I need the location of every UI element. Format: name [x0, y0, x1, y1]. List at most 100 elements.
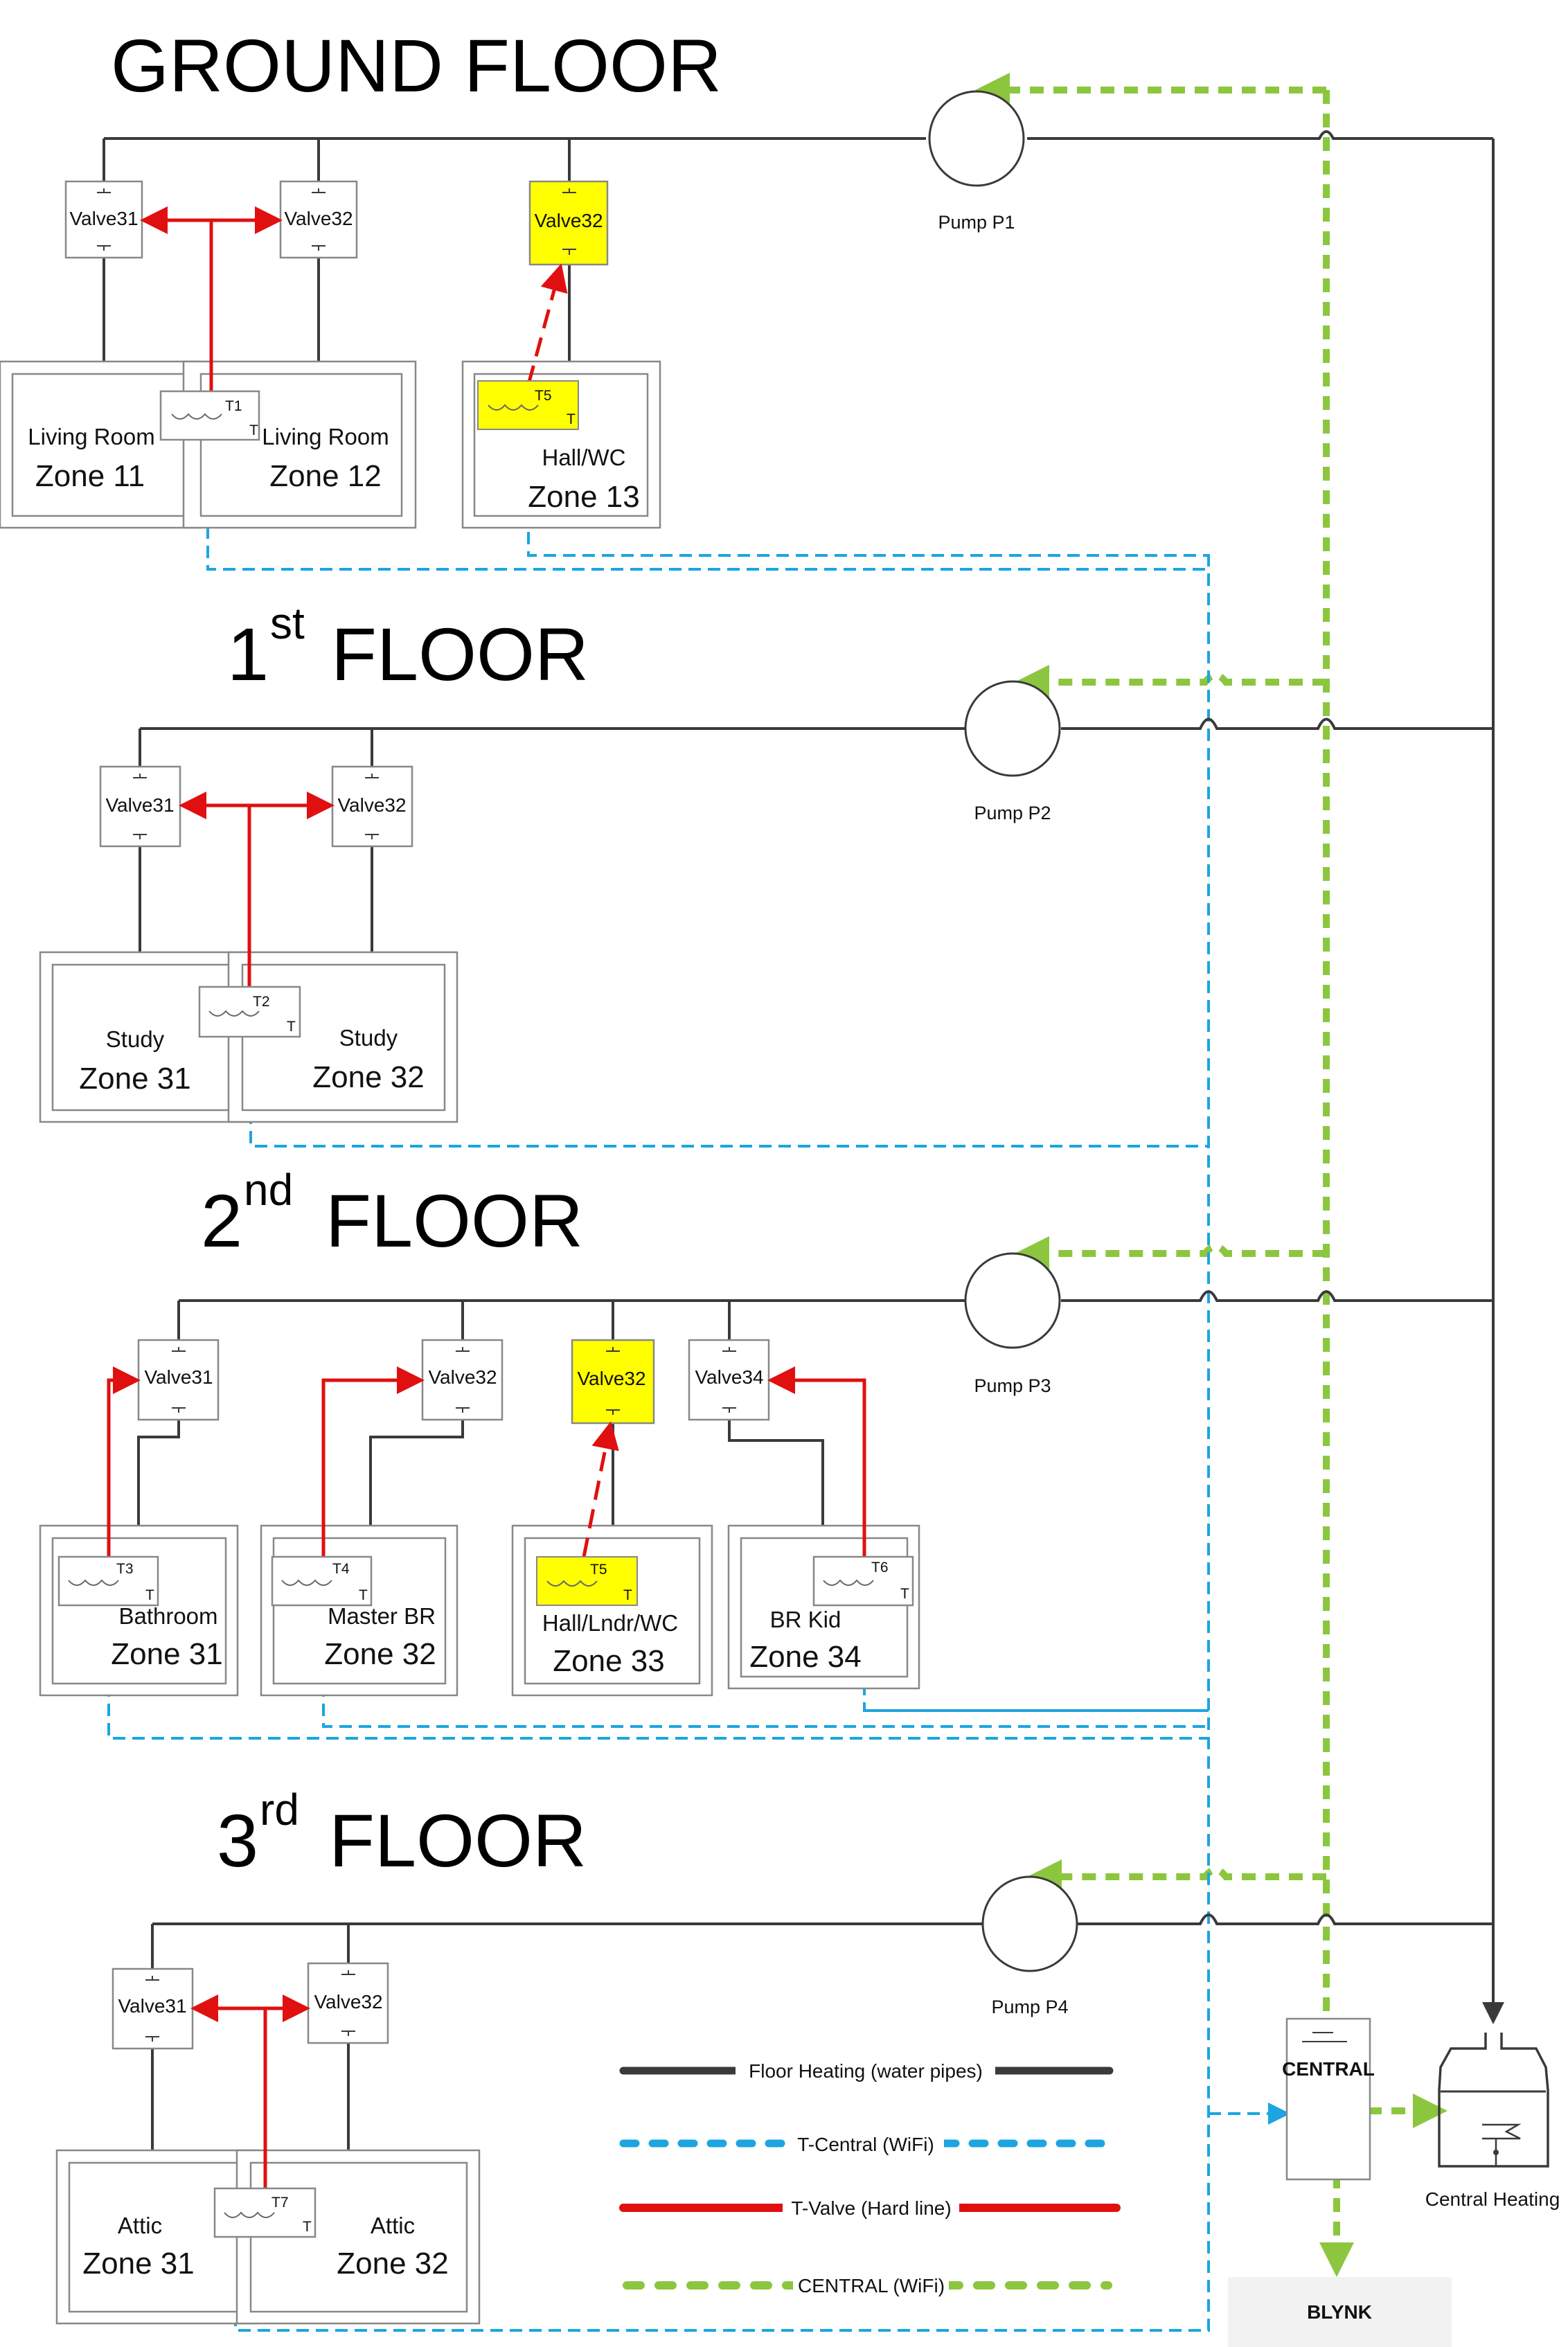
- valve-second-4: Valve34: [688, 1339, 770, 1421]
- floor-title-third: 3: [217, 1799, 258, 1882]
- svg-text:Valve32: Valve32: [428, 1366, 497, 1388]
- svg-text:Valve32: Valve32: [337, 794, 406, 816]
- svg-text:T5: T5: [535, 388, 552, 404]
- svg-text:FLOOR: FLOOR: [329, 1799, 587, 1882]
- svg-text:T7: T7: [271, 2195, 289, 2211]
- central-wifi-bus: [975, 73, 1447, 2277]
- central-heating-label: Central Heating: [1425, 2188, 1560, 2210]
- svg-text:Living Room: Living Room: [28, 424, 154, 449]
- valve-ground-3: Valve32: [528, 180, 609, 266]
- first-floor: 1 st FLOOR Pump P2 Valve31 Valve32: [39, 598, 1493, 1123]
- svg-text:Zone 32: Zone 32: [312, 1060, 424, 1094]
- svg-text:T: T: [145, 1587, 154, 1603]
- room-second-zone-33: Hall/Lndr/WC Zone 33: [511, 1524, 713, 1697]
- svg-text:Study: Study: [339, 1025, 398, 1051]
- svg-text:Attic: Attic: [118, 2213, 162, 2238]
- hardline-second-t4: [321, 1366, 425, 1558]
- room-ground-zone-12: Living Room Zone 12: [182, 360, 417, 529]
- thermostat-second-t5: T5 T: [536, 1556, 638, 1606]
- svg-text:T: T: [303, 2219, 312, 2235]
- room-second-zone-32: Master BR Zone 32: [260, 1524, 458, 1697]
- pump-label: Pump P1: [938, 212, 1015, 233]
- third-floor: 3 rd FLOOR Pump P4 Valve31 Valve32: [55, 1785, 1493, 2325]
- svg-text:T2: T2: [253, 994, 270, 1010]
- svg-text:BR Kid: BR Kid: [770, 1607, 841, 1632]
- thermostat-ground-t1: T1 T: [159, 390, 260, 441]
- svg-text:T-Valve (Hard line): T-Valve (Hard line): [791, 2197, 951, 2219]
- hardline-second-t5: [582, 1421, 619, 1558]
- room-second-zone-31: Bathroom Zone 31: [39, 1524, 239, 1697]
- svg-text:Valve31: Valve31: [69, 208, 138, 229]
- svg-text:FLOOR: FLOOR: [326, 1179, 583, 1262]
- svg-text:Study: Study: [106, 1026, 165, 1052]
- thermostat-ground-t5: T5 T: [477, 380, 579, 430]
- svg-text:Zone 11: Zone 11: [35, 459, 145, 493]
- floor-title-second: 2: [201, 1179, 242, 1262]
- svg-text:T3: T3: [116, 1561, 134, 1577]
- svg-text:T5: T5: [590, 1562, 607, 1578]
- svg-text:Zone 12: Zone 12: [269, 459, 381, 493]
- svg-text:Zone 31: Zone 31: [79, 1062, 190, 1096]
- legend-item-central-wifi: CENTRAL (WiFi): [623, 2273, 1112, 2298]
- svg-text:Valve32: Valve32: [534, 210, 603, 231]
- valve-second-1: Valve31: [137, 1339, 220, 1421]
- svg-text:Zone 32: Zone 32: [324, 1637, 436, 1671]
- pump-p4: Pump P4: [981, 1875, 1078, 2017]
- central-heating-boiler: Central Heating: [1425, 2033, 1560, 2210]
- svg-text:Pump P3: Pump P3: [974, 1375, 1051, 1396]
- svg-text:T: T: [567, 411, 576, 427]
- second-pipes: [137, 1290, 1493, 1527]
- svg-text:CENTRAL (WiFi): CENTRAL (WiFi): [798, 2275, 945, 2296]
- svg-text:Valve31: Valve31: [118, 1995, 186, 2017]
- thermostat-second-t6: T6 T: [812, 1555, 914, 1607]
- svg-text:Living Room: Living Room: [262, 424, 389, 449]
- svg-text:Valve31: Valve31: [105, 794, 174, 816]
- legend: Floor Heating (water pipes) T-Central (W…: [619, 2058, 1121, 2298]
- svg-text:T: T: [249, 422, 258, 438]
- svg-text:Master BR: Master BR: [328, 1603, 436, 1629]
- floor-title-first: 1: [227, 612, 269, 696]
- svg-text:Attic: Attic: [371, 2213, 415, 2238]
- svg-text:Valve32: Valve32: [284, 208, 353, 229]
- svg-text:Hall/Lndr/WC: Hall/Lndr/WC: [542, 1610, 678, 1636]
- thermostat-third-t7: T7 T: [213, 2187, 317, 2238]
- hardline-second-t6: [767, 1366, 866, 1557]
- svg-text:Zone 13: Zone 13: [528, 480, 639, 514]
- svg-text:Pump P4: Pump P4: [991, 1997, 1068, 2017]
- pump-p2: Pump P2: [964, 680, 1061, 823]
- svg-text:Zone 32: Zone 32: [337, 2247, 448, 2281]
- second-floor: 2 nd FLOOR Pump P3 Valve31 Valv: [39, 1165, 1493, 1697]
- floor-ordinal-suffix: rd: [260, 1785, 299, 1835]
- svg-text:T1: T1: [225, 398, 242, 414]
- svg-text:Zone 33: Zone 33: [553, 1644, 664, 1678]
- svg-text:T6: T6: [871, 1560, 889, 1576]
- valve-third-1: Valve31: [112, 1967, 194, 2050]
- valve-second-3: Valve32: [571, 1339, 655, 1425]
- valve-third-2: Valve32: [307, 1962, 389, 2044]
- valve-ground-2: Valve32: [279, 180, 358, 259]
- blynk-cloud: BLYNK: [1228, 2277, 1452, 2347]
- valve-second-2: Valve32: [421, 1339, 504, 1421]
- thermostat-second-t3: T3 T: [57, 1555, 159, 1607]
- svg-text:T: T: [359, 1587, 368, 1603]
- thermostat-second-t4: T4 T: [271, 1555, 373, 1607]
- ground-floor: GROUND FLOOR Pump P1 Valve31 Valve32: [0, 24, 1493, 529]
- pump-p3: Pump P3: [964, 1252, 1061, 1396]
- floor-ordinal-suffix: st: [270, 598, 305, 648]
- valve-first-1: Valve31: [99, 765, 181, 848]
- floor-ordinal-suffix: nd: [244, 1165, 293, 1215]
- legend-item-t-valve: T-Valve (Hard line): [619, 2195, 1121, 2220]
- svg-text:Hall/WC: Hall/WC: [542, 445, 626, 470]
- svg-text:FLOOR: FLOOR: [331, 612, 589, 696]
- svg-text:Zone 31: Zone 31: [111, 1637, 222, 1671]
- hardline-ground-t5: [526, 263, 568, 385]
- svg-text:Valve32: Valve32: [577, 1368, 645, 1389]
- svg-text:T4: T4: [332, 1561, 350, 1577]
- svg-text:Valve32: Valve32: [314, 1991, 382, 2013]
- svg-text:Pump P2: Pump P2: [974, 803, 1051, 823]
- svg-text:T: T: [623, 1587, 632, 1603]
- hardline-second-t3: [107, 1366, 141, 1558]
- third-pipes: [151, 1913, 1493, 2154]
- svg-text:Bathroom: Bathroom: [118, 1603, 217, 1629]
